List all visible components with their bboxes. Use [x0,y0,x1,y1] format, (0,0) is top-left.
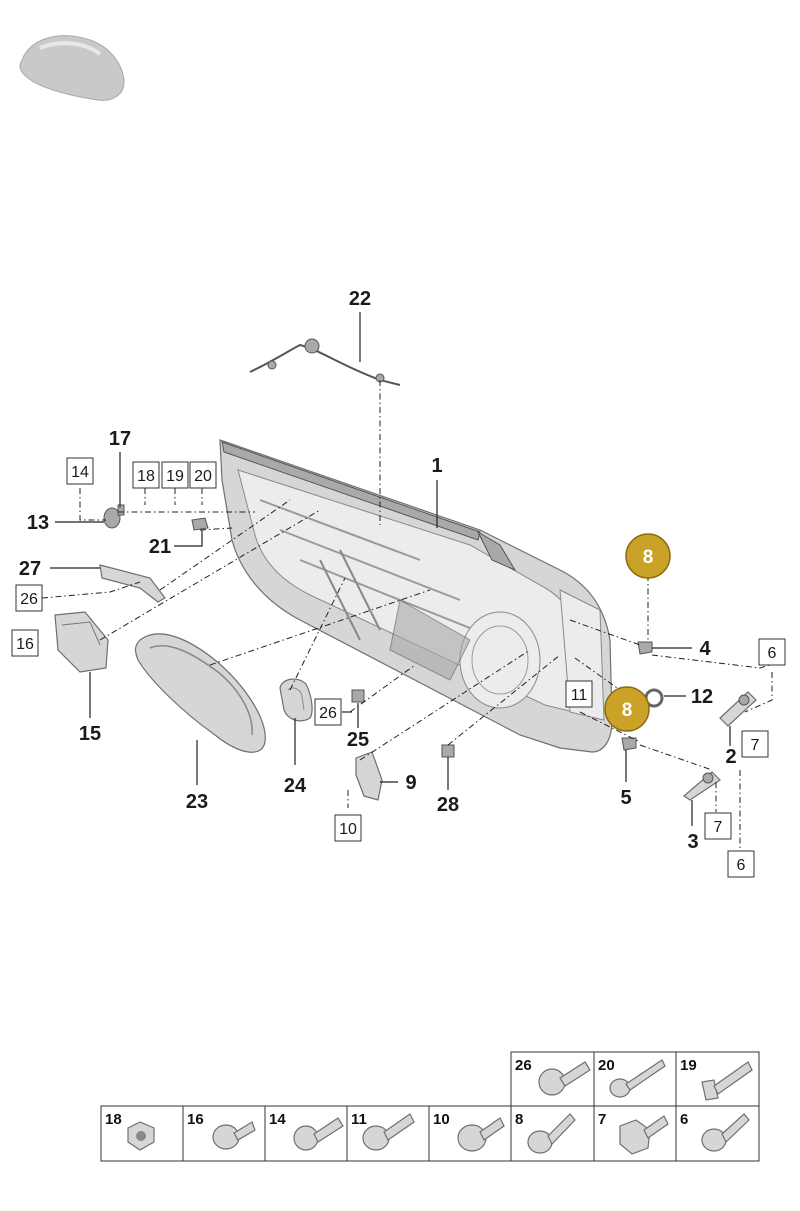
legend-label-26: 26 [515,1057,532,1074]
callout-25: 25 [347,729,369,751]
box-ref-6-bottom: 6 [737,857,746,874]
callout-17: 17 [109,428,131,450]
legend-label-11: 11 [351,1111,367,1128]
bolt-icon-7 [619,1115,669,1155]
cable-part-22 [249,338,401,386]
leader-lines [50,312,731,826]
legend-label-16: 16 [187,1111,204,1128]
callout-24: 24 [284,775,307,797]
panel-part-23 [134,633,266,753]
nut-icon-18 [127,1121,155,1151]
callout-15: 15 [79,723,101,745]
bolt-icon-10 [457,1117,505,1152]
callout-3: 3 [687,831,698,853]
legend-label-19: 19 [680,1057,697,1074]
bracket-part-27 [99,564,166,603]
bolt-icon-20 [609,1059,666,1098]
callout-1: 1 [431,455,442,477]
callout-23: 23 [186,791,208,813]
box-ref-16: 16 [16,636,34,653]
callout-5: 5 [620,787,631,809]
bolt-icon-6 [701,1113,750,1152]
badge-8-mid: 8 [604,686,650,732]
box-ref-19: 19 [166,468,184,485]
box-ref-18: 18 [137,468,155,485]
callout-13: 13 [27,512,49,534]
callout-22: 22 [349,288,371,310]
legend-label-10: 10 [433,1111,450,1128]
callout-numbers: 22 1 17 13 21 27 15 23 24 25 9 28 4 12 2… [19,288,737,853]
legend-label-7: 7 [598,1111,606,1128]
legend-label-14: 14 [269,1111,286,1128]
car-thumbnail-icon [19,35,125,101]
svg-text:8: 8 [643,547,654,568]
callout-4: 4 [699,638,711,660]
bolt-icon-11 [362,1113,415,1151]
bolt-icon-16 [212,1121,256,1150]
box-ref-20: 20 [194,468,212,485]
boxed-references: 14 18 19 20 26 16 26 10 11 6 7 7 6 [11,457,786,878]
callout-27: 27 [19,558,41,580]
callout-9: 9 [405,772,416,794]
callout-12: 12 [691,686,713,708]
box-ref-10: 10 [339,821,357,838]
box-ref-26-left: 26 [20,591,38,608]
callout-28: 28 [437,794,459,816]
box-ref-26-mid: 26 [319,705,337,722]
legend-label-18: 18 [105,1111,122,1128]
bolt-icon-8 [527,1113,576,1154]
box-ref-7-bottom: 7 [714,819,723,836]
legend-label-6: 6 [680,1111,688,1128]
callout-2: 2 [725,746,736,768]
box-ref-6-top: 6 [768,645,777,662]
svg-text:8: 8 [622,700,633,721]
grommet-part-24 [279,678,313,722]
badge-8-top: 8 [625,533,671,579]
module-part-15 [54,611,109,673]
door-shell-part [219,439,613,753]
legend-label-20: 20 [598,1057,615,1074]
assembly-lines [79,380,773,850]
fastener-legend-table: 26 20 19 18 16 14 11 10 8 7 6 [100,1051,760,1162]
box-ref-14: 14 [71,464,89,481]
legend-label-8: 8 [515,1111,523,1128]
box-ref-11: 11 [571,687,588,704]
bolt-icon-14 [293,1117,344,1151]
box-ref-7-top: 7 [751,737,760,754]
bolt-icon-26 [538,1061,591,1096]
callout-21: 21 [149,536,171,558]
bolt-icon-19 [701,1061,753,1101]
